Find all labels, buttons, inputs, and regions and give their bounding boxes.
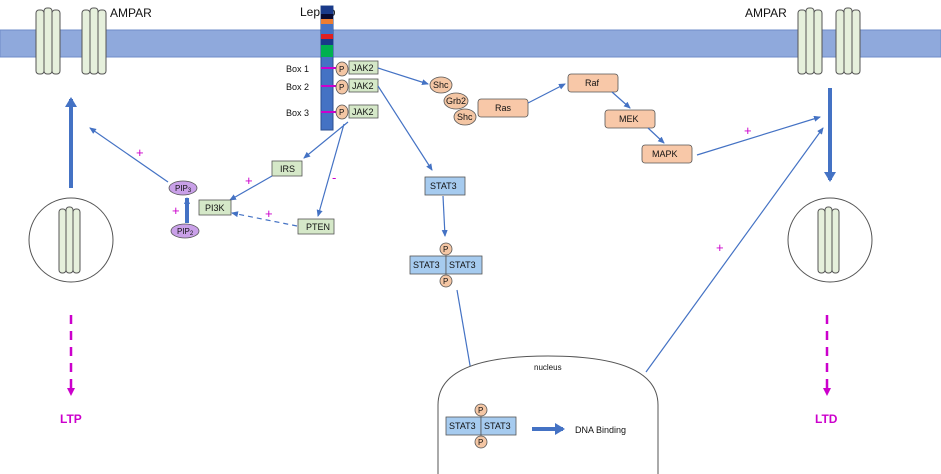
stat3-box [424, 176, 466, 196]
dna-binding-label: DNA Binding [575, 425, 626, 435]
ampar-left-label: AMPAR [110, 6, 152, 20]
mapk-label: MAPK [652, 149, 678, 159]
raf-label: Raf [585, 78, 600, 88]
pip2-label: PIP2 [177, 227, 194, 237]
irs-label: IRS [280, 164, 295, 174]
mek-box [604, 109, 656, 129]
plus-sign: + [744, 123, 752, 138]
nucleus-label: nucleus [534, 363, 562, 372]
p-label: P [339, 65, 344, 74]
stat3-dimer-right [445, 255, 483, 275]
pip2-node [170, 223, 200, 239]
stat3-dimer-right-label: STAT3 [449, 260, 476, 270]
ampar-right-membrane [797, 7, 861, 75]
jak2-box [348, 60, 379, 75]
pi3k-label: PI3K [205, 203, 225, 213]
p-label: P [339, 108, 344, 117]
ampar-vesicle-right [787, 197, 873, 283]
pten-label: PTEN [306, 222, 330, 232]
p-label: P [478, 406, 483, 415]
nucleus: nucleus P STAT3 STAT3 P DNA Binding [437, 355, 659, 474]
jak2-label: JAK2 [352, 63, 374, 73]
ras-box [477, 98, 529, 118]
jak2-label: JAK2 [352, 81, 374, 91]
ampar-right-label: AMPAR [745, 6, 787, 20]
pi3k-box [198, 199, 232, 216]
ras-label: Ras [495, 103, 512, 113]
phospho-p [335, 104, 349, 120]
pip3-node [168, 180, 198, 196]
raf-box [567, 73, 619, 93]
p-label: P [478, 438, 483, 447]
plus-sign: + [136, 145, 144, 160]
stat3-dimer-left-label: STAT3 [413, 260, 440, 270]
box1-label: Box 1 [286, 64, 309, 74]
p-label: P [443, 277, 448, 286]
box1-row: Box 1 P JAK2 [286, 60, 379, 77]
nuclear-stat3-right-label: STAT3 [484, 421, 511, 431]
p-label: P [339, 83, 344, 92]
grb2-node [443, 92, 469, 110]
stat3-pathway: STAT3 P STAT3 STAT3 P [377, 85, 483, 401]
ltp-label: LTP [60, 412, 82, 426]
phospho-p [439, 274, 453, 288]
cell-membrane [0, 29, 941, 58]
plus-sign: + [172, 203, 180, 218]
jak2-label: JAK2 [352, 107, 374, 117]
jak2-box [348, 78, 379, 93]
p-label: P [443, 245, 448, 254]
grb2-label: Grb2 [446, 96, 466, 106]
mek-label: MEK [619, 114, 639, 124]
nuclear-stat3-right [480, 416, 517, 436]
shc-label: Shc [457, 112, 473, 122]
ampar-vesicle-left [28, 197, 114, 283]
phospho-p [474, 403, 488, 417]
leprb-receptor [320, 5, 334, 131]
nucleus-to-ampar-arrow [645, 127, 824, 373]
phospho-p [474, 435, 488, 449]
box3-row: Box 3 P JAK2 [286, 104, 379, 120]
pip3-label: PIP3 [175, 184, 192, 194]
mapk-pathway: Shc Grb2 Shc Ras Raf MEK MAPK + [377, 67, 821, 164]
box3-label: Box 3 [286, 108, 309, 118]
ampar-left-membrane [35, 7, 107, 75]
jak2-box [348, 104, 379, 119]
plus-sign: + [716, 240, 724, 255]
pten-box [297, 218, 335, 235]
box2-row: Box 2 P JAK2 [286, 78, 379, 95]
phospho-p [335, 79, 349, 95]
plus-sign: + [245, 173, 253, 188]
shc-label: Shc [433, 80, 449, 90]
plus-sign: + [265, 206, 273, 221]
nuclear-stat3-left-label: STAT3 [449, 421, 476, 431]
shc-node [429, 76, 453, 94]
irs-box [271, 160, 303, 177]
box2-label: Box 2 [286, 82, 309, 92]
shc-node [453, 108, 477, 126]
minus-sign: - [332, 170, 336, 185]
ltd-label: LTD [815, 412, 838, 426]
phospho-p [439, 242, 453, 256]
mapk-box [641, 144, 693, 164]
stat3-label: STAT3 [430, 181, 457, 191]
pi3k-pathway: IRS + - PTEN + PI3K PIP3 PIP2 + + [89, 121, 349, 239]
phospho-p [335, 61, 349, 77]
